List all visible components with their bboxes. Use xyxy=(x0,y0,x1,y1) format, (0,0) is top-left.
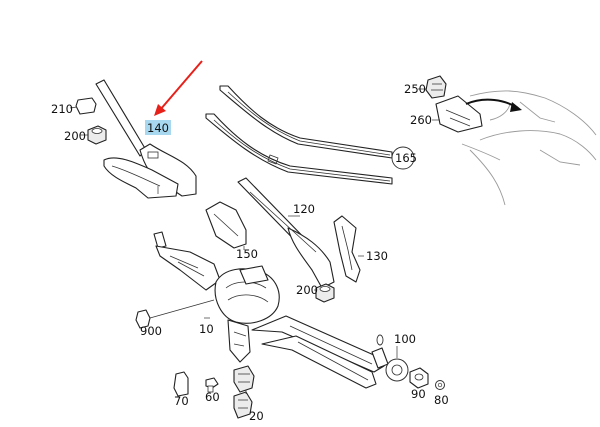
part-70-plug[interactable] xyxy=(173,371,189,397)
part-60-bolt[interactable] xyxy=(205,377,219,393)
callout-90[interactable]: 90 xyxy=(411,387,426,401)
install-direction-arrow xyxy=(465,98,519,109)
part-250-clip[interactable] xyxy=(418,75,447,99)
callout-10[interactable]: 10 xyxy=(199,322,214,336)
part-80-washer[interactable] xyxy=(435,380,445,390)
callout-labels: 140 210 200 150 120 130 200 165 250 260 … xyxy=(51,82,449,423)
callout-200-top[interactable]: 200 xyxy=(64,129,86,143)
part-165-wiper-blades[interactable] xyxy=(205,85,415,185)
callout-210[interactable]: 210 xyxy=(51,102,73,116)
callout-140-highlight xyxy=(145,120,171,135)
part-150-arm-cover[interactable] xyxy=(205,201,247,250)
part-20-bracket-upper[interactable] xyxy=(233,365,255,393)
part-210-cap[interactable] xyxy=(69,97,97,115)
part-200-nut-top[interactable] xyxy=(80,125,107,145)
highlight-pointer-arrow xyxy=(154,60,203,116)
callout-70[interactable]: 70 xyxy=(174,394,189,408)
callout-900[interactable]: 900 xyxy=(140,324,162,338)
callout-130[interactable]: 130 xyxy=(366,249,388,263)
callout-60[interactable]: 60 xyxy=(205,390,220,404)
callout-150[interactable]: 150 xyxy=(236,247,258,261)
callout-140[interactable]: 140 xyxy=(147,121,169,135)
callout-80[interactable]: 80 xyxy=(434,393,449,407)
part-200-nut-middle[interactable] xyxy=(314,283,335,303)
part-20-bracket-lower[interactable] xyxy=(233,390,253,419)
part-100-grommet[interactable] xyxy=(385,346,409,382)
callout-250[interactable]: 250 xyxy=(404,82,426,96)
part-10-wiper-motor-linkage[interactable] xyxy=(153,231,389,389)
callout-120[interactable]: 120 xyxy=(293,202,315,216)
callout-200-middle[interactable]: 200 xyxy=(296,283,318,297)
callout-165[interactable]: 165 xyxy=(395,151,417,165)
part-140-wiper-arm-left[interactable] xyxy=(95,79,197,199)
part-260-cowl-cover[interactable] xyxy=(432,95,483,133)
part-130-arm-cover[interactable] xyxy=(333,215,364,283)
callout-260[interactable]: 260 xyxy=(410,113,432,127)
part-90-nut[interactable] xyxy=(409,367,429,389)
callout-20[interactable]: 20 xyxy=(249,409,264,423)
vehicle-outline xyxy=(461,90,597,206)
callout-100[interactable]: 100 xyxy=(394,332,416,346)
part-900-connector[interactable] xyxy=(135,299,215,329)
